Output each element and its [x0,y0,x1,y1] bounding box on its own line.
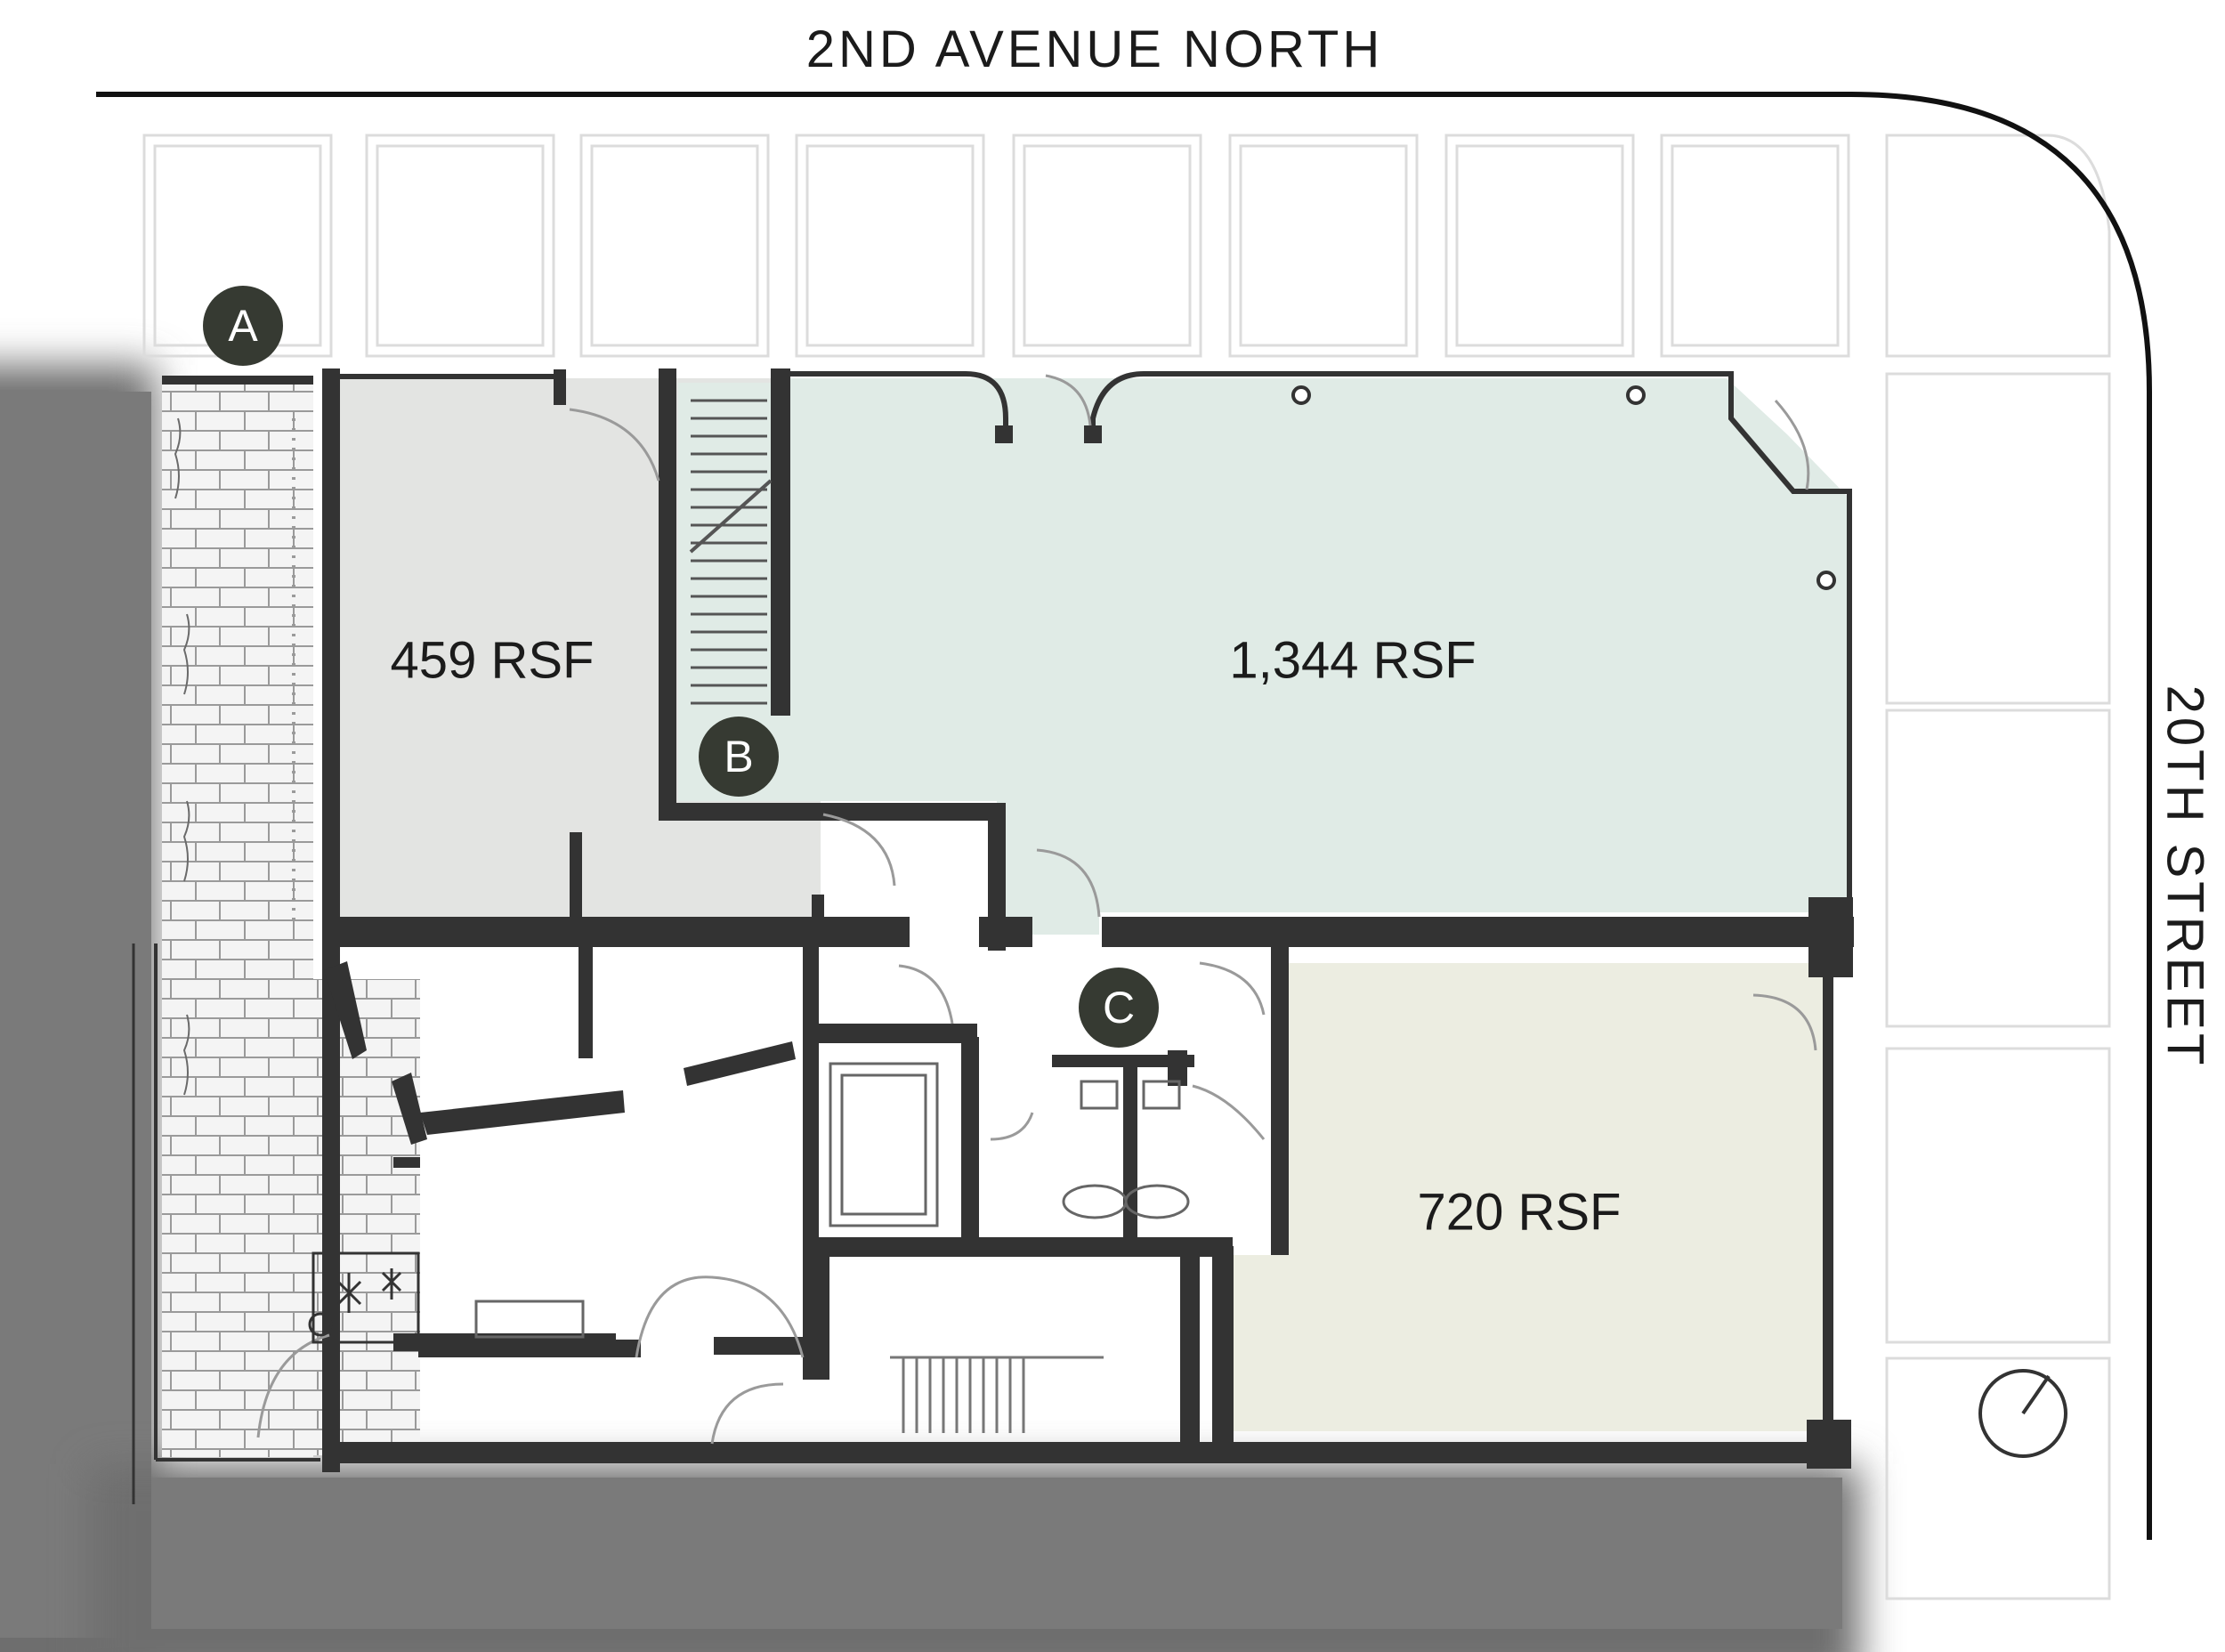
neighbor-building-south [89,1464,1860,1652]
columns [1291,385,1836,590]
planter [308,1251,420,1344]
suite-north[interactable] [678,378,1849,935]
curb-line [96,92,2152,1540]
street-label-east: 20TH STREET [2156,684,2214,1069]
neighbor-building-west [0,365,156,1652]
north-arrow-icon [1978,1369,2067,1458]
space-label-west: 459 RSF [390,631,595,690]
walls [322,368,1854,1472]
stair-south [890,1356,1104,1433]
marker-c[interactable]: C [1079,968,1159,1048]
stair-north [689,399,773,705]
marker-a[interactable]: A [203,286,283,366]
marker-b[interactable]: B [699,717,779,797]
suite-south[interactable] [1212,963,1824,1431]
door-swings [256,374,1817,1445]
space-label-south: 720 RSF [1417,1183,1622,1242]
parking-stalls-north [142,134,2111,358]
parking-stalls-east [1885,372,2111,1600]
fixtures [474,1062,1190,1339]
street-label-north: 2ND AVENUE NORTH [805,20,1384,78]
space-label-north: 1,344 RSF [1229,631,1477,690]
